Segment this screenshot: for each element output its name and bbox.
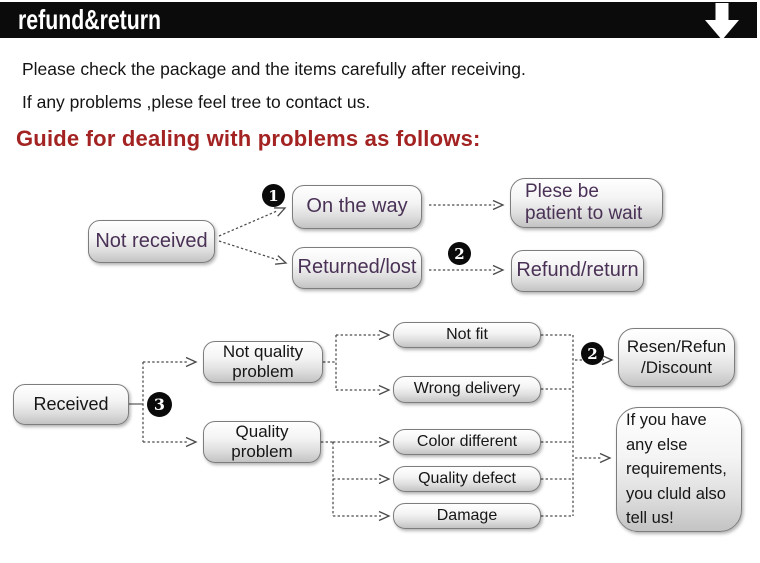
node-quality-defect: Quality defect — [393, 466, 541, 492]
node-resend-refund-discount: Resen/Refun /Discount — [618, 328, 735, 387]
node-color-different: Color different — [393, 429, 541, 455]
intro-line-2: If any problems ,plese feel tree to cont… — [22, 92, 371, 112]
badge-step-2-bottom: 2 — [581, 342, 604, 365]
node-damage: Damage — [393, 503, 541, 529]
node-be-patient: Plese be patient to wait — [510, 178, 663, 228]
badge-step-2-top: 2 — [448, 242, 471, 265]
node-returned-lost: Returned/lost — [292, 247, 422, 289]
header-bar: refund&return — [0, 2, 757, 38]
node-on-the-way: On the way — [292, 185, 422, 229]
down-arrow-icon — [705, 3, 739, 40]
intro-line-1: Please check the package and the items c… — [22, 59, 526, 79]
node-not-quality-problem: Not quality problem — [203, 341, 323, 383]
node-received: Received — [13, 384, 129, 425]
node-not-fit: Not fit — [393, 322, 541, 348]
node-refund-return: Refund/return — [511, 250, 644, 292]
section-heading: Guide for dealing with problems as follo… — [16, 126, 481, 151]
node-quality-problem: Quality problem — [203, 421, 321, 463]
badge-step-1: 1 — [262, 184, 285, 207]
page-title: refund&return — [18, 4, 162, 35]
node-other-requirements: If you have any else requirements, you c… — [616, 407, 742, 532]
node-wrong-delivery: Wrong delivery — [393, 376, 541, 403]
node-not-received: Not received — [88, 220, 215, 263]
badge-step-3: 3 — [147, 392, 172, 417]
